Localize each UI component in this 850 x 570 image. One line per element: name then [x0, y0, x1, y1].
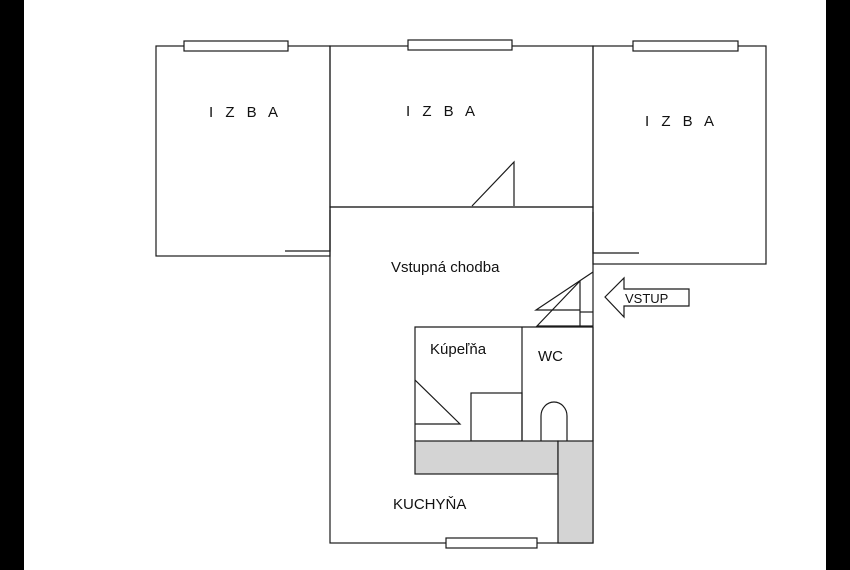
label-wc: WC [538, 348, 563, 365]
door-middle-room [471, 160, 515, 207]
door-bathroom [414, 379, 462, 425]
label-bathroom: Kúpeľňa [430, 341, 487, 358]
label-room-left: I Z B A [209, 104, 282, 121]
label-entrance: VSTUP [625, 291, 668, 306]
label-hallway: Vstupná chodba [391, 259, 500, 276]
door-right-room [592, 212, 639, 254]
window-kitchen [445, 537, 538, 549]
kitchen-counter-horizontal [414, 440, 559, 475]
entrance-door-upper [534, 271, 594, 311]
bathroom-walls [414, 326, 593, 441]
window-middle [407, 39, 513, 51]
entrance-door-lower [535, 280, 581, 327]
label-room-middle: I Z B A [406, 103, 479, 120]
page-background [24, 0, 826, 570]
window-right [632, 40, 739, 52]
entrance-arrow-icon [604, 276, 690, 319]
kitchen-counter-vertical [557, 440, 594, 544]
window-left [183, 40, 289, 52]
label-room-right: I Z B A [645, 113, 718, 130]
door-left-room [285, 210, 331, 252]
toilet-icon [540, 401, 568, 441]
label-kitchen: KUCHYŇA [393, 496, 466, 513]
